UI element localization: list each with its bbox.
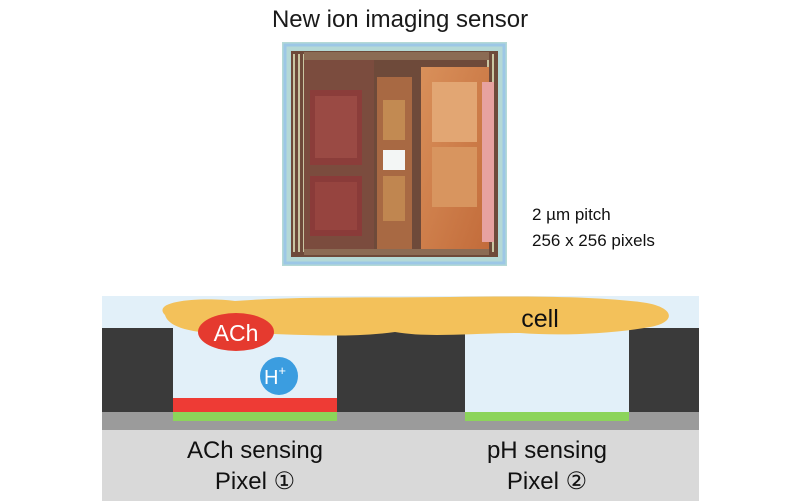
pixel2-caption-line1: pH sensing	[486, 437, 608, 464]
hydrogen-charge: +	[278, 363, 286, 378]
right-wall	[629, 328, 699, 412]
hydrogen-label: H	[264, 367, 278, 389]
hydrogen-ion	[260, 357, 298, 395]
ach-molecule	[198, 313, 274, 351]
pitch-spec: 2 µm pitch	[532, 205, 611, 224]
ach-label: ACh	[214, 320, 259, 346]
left-wall	[102, 328, 173, 412]
pixel2-sensing-layer	[465, 412, 629, 421]
chip-micrograph	[282, 42, 507, 266]
svg-text:H+: H+	[264, 363, 286, 389]
substrate	[102, 430, 699, 501]
cell-label: cell	[521, 305, 559, 333]
sensor-title: New ion imaging sensor	[271, 6, 529, 33]
pixel1-caption-line1: ACh sensing	[186, 437, 324, 464]
pixel1-ach-membrane	[173, 398, 337, 412]
middle-wall	[337, 328, 465, 412]
pixel1-sensing-layer-green	[173, 412, 337, 421]
pixel2-caption-line2: Pixel ②	[506, 468, 588, 495]
sensor-specs: 2 µm pitch 256 x 256 pixels	[532, 202, 655, 254]
pixel-count-spec: 256 x 256 pixels	[532, 231, 655, 250]
pixel1-caption-line2: Pixel ①	[214, 468, 296, 495]
cell-shape	[162, 296, 669, 336]
